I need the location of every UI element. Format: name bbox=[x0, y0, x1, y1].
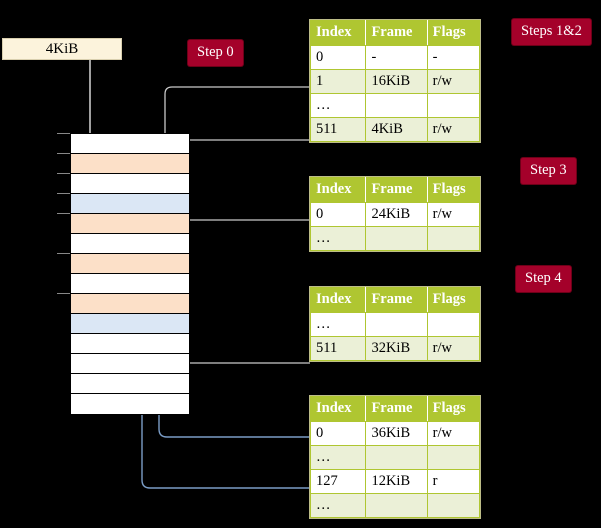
cell-frame: 24KiB bbox=[365, 202, 428, 227]
table-row: 0-- bbox=[309, 45, 481, 70]
memory-frame-row bbox=[71, 214, 189, 234]
table-row: … bbox=[309, 445, 481, 470]
cell-frame: 12KiB bbox=[365, 469, 428, 494]
memory-frame-row bbox=[71, 394, 189, 414]
cell-flags bbox=[426, 226, 481, 251]
column-header-frame: Frame bbox=[365, 396, 428, 422]
cell-frame: 16KiB bbox=[365, 69, 428, 94]
cell-flags: r/w bbox=[426, 336, 481, 361]
memory-frame-row bbox=[71, 134, 189, 154]
cell-index: … bbox=[309, 93, 367, 118]
cell-index: … bbox=[309, 226, 367, 251]
cell-frame bbox=[365, 93, 428, 118]
cell-frame: 4KiB bbox=[365, 117, 428, 142]
memory-frame-tick bbox=[57, 193, 70, 194]
memory-frame-tick bbox=[57, 133, 70, 134]
virtual-page-box: 4KiB bbox=[2, 38, 122, 60]
cell-flags bbox=[426, 493, 481, 518]
memory-frame-tick bbox=[57, 213, 70, 214]
cell-flags: r/w bbox=[426, 69, 481, 94]
memory-frame-tick bbox=[57, 293, 70, 294]
column-header-frame: Frame bbox=[365, 177, 428, 203]
column-header-flags: Flags bbox=[426, 287, 481, 313]
step-badge-step-0: Step 0 bbox=[188, 40, 243, 66]
step-badge-step-3: Step 3 bbox=[521, 158, 576, 184]
cell-frame: 32KiB bbox=[365, 336, 428, 361]
cell-flags: r bbox=[426, 469, 481, 494]
column-header-flags: Flags bbox=[426, 20, 481, 46]
cell-flags: r/w bbox=[426, 117, 481, 142]
virtual-page-label: 4KiB bbox=[45, 40, 79, 57]
column-header-flags: Flags bbox=[426, 177, 481, 203]
memory-frame-row bbox=[71, 194, 189, 214]
cell-frame bbox=[365, 493, 428, 518]
table-row: … bbox=[309, 93, 481, 118]
memory-frame-tick bbox=[57, 173, 70, 174]
column-header-index: Index bbox=[309, 20, 367, 46]
cell-flags bbox=[426, 445, 481, 470]
cell-index: 1 bbox=[309, 69, 367, 94]
cell-flags: r/w bbox=[426, 421, 481, 446]
table-row: … bbox=[309, 226, 481, 251]
table-row: … bbox=[309, 493, 481, 518]
cell-flags bbox=[426, 312, 481, 337]
cell-index: 511 bbox=[309, 117, 367, 142]
memory-frame-row bbox=[71, 174, 189, 194]
table-row: … bbox=[309, 312, 481, 337]
column-header-index: Index bbox=[309, 396, 367, 422]
cell-frame bbox=[365, 445, 428, 470]
memory-frame-row bbox=[71, 234, 189, 254]
memory-frame-row bbox=[71, 354, 189, 374]
column-header-frame: Frame bbox=[365, 287, 428, 313]
cell-flags bbox=[426, 93, 481, 118]
cell-index: 127 bbox=[309, 469, 367, 494]
cell-index: 511 bbox=[309, 336, 367, 361]
physical-memory-column bbox=[70, 133, 190, 415]
column-header-flags: Flags bbox=[426, 396, 481, 422]
memory-frame-tick bbox=[57, 153, 70, 154]
cell-index: … bbox=[309, 493, 367, 518]
cell-frame bbox=[365, 312, 428, 337]
step-badge-step-4: Step 4 bbox=[516, 266, 571, 292]
cell-flags: - bbox=[426, 45, 481, 70]
cell-index: 0 bbox=[309, 421, 367, 446]
cell-flags: r/w bbox=[426, 202, 481, 227]
memory-frame-row bbox=[71, 254, 189, 274]
memory-frame-row bbox=[71, 374, 189, 394]
column-header-index: Index bbox=[309, 287, 367, 313]
memory-frame-row bbox=[71, 314, 189, 334]
memory-frame-row bbox=[71, 334, 189, 354]
cell-frame: - bbox=[365, 45, 428, 70]
step-badge-steps-1-2: Steps 1&2 bbox=[512, 19, 591, 45]
memory-frame-row bbox=[71, 294, 189, 314]
cell-frame: 36KiB bbox=[365, 421, 428, 446]
memory-frame-row bbox=[71, 274, 189, 294]
cell-index: 0 bbox=[309, 202, 367, 227]
memory-frame-tick bbox=[57, 253, 70, 254]
cell-index: … bbox=[309, 445, 367, 470]
cell-frame bbox=[365, 226, 428, 251]
column-header-frame: Frame bbox=[365, 20, 428, 46]
cell-index: 0 bbox=[309, 45, 367, 70]
column-header-index: Index bbox=[309, 177, 367, 203]
memory-frame-row bbox=[71, 154, 189, 174]
cell-index: … bbox=[309, 312, 367, 337]
